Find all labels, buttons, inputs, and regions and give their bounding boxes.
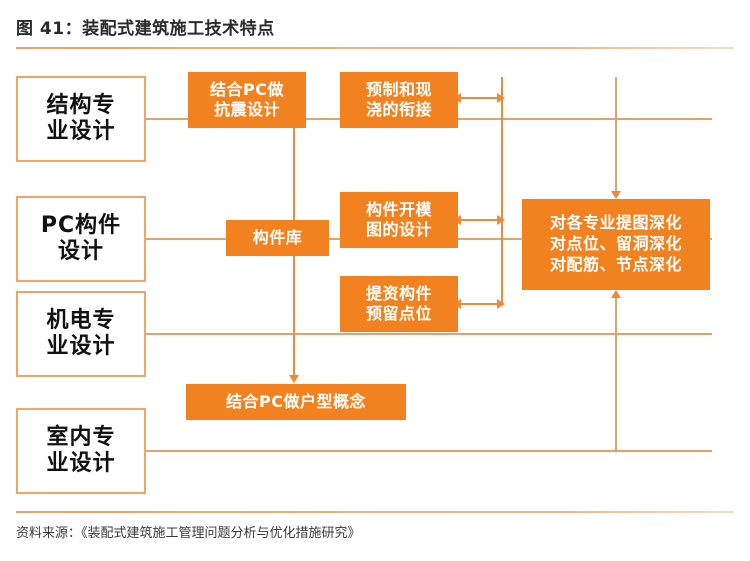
- footer-divider: [16, 511, 734, 513]
- arrow-down-to-unit-type-concept: [289, 375, 299, 383]
- connector-summary-vertical-top: [615, 77, 617, 192]
- title-divider: [16, 47, 734, 49]
- connector-double-arrow-1-line: [458, 97, 502, 99]
- orange-box-component-library[interactable]: 构件库: [226, 220, 329, 256]
- left-box-structural-design[interactable]: 结构专 业设计: [16, 76, 146, 162]
- connector-double-arrow-2-line: [458, 219, 502, 221]
- left-box-mep-design[interactable]: 机电专 业设计: [16, 291, 146, 377]
- orange-box-unit-type-concept[interactable]: 结合PC做户型概念: [186, 384, 406, 420]
- connector-double-arrow-3-line: [458, 303, 502, 305]
- arrow-right-riser-1: [497, 93, 505, 103]
- connector-riser-vertical: [501, 77, 503, 305]
- arrow-down-to-deepening-summary: [611, 191, 621, 199]
- orange-box-seismic-design[interactable]: 结合PC做 抗震设计: [188, 72, 306, 128]
- source-note: 资料来源：《装配式建筑施工管理问题分析与优化措施研究》: [16, 526, 361, 541]
- connector-interior-horizontal: [145, 450, 712, 452]
- page-title: 图 41：装配式建筑施工技术特点: [16, 19, 275, 39]
- left-box-interior-design-label: 室内专 业设计: [46, 425, 116, 476]
- left-box-pc-component-design[interactable]: PC构件 设计: [16, 196, 146, 282]
- orange-box-mold-drawing-design-label: 构件开模 图的设计: [365, 200, 432, 239]
- left-box-pc-component-design-label: PC构件 设计: [40, 213, 122, 264]
- orange-box-mold-drawing-design[interactable]: 构件开模 图的设计: [340, 192, 458, 248]
- left-box-mep-design-label: 机电专 业设计: [46, 308, 116, 359]
- connector-mep-horizontal: [145, 333, 712, 335]
- arrow-up-to-deepening-summary: [611, 290, 621, 298]
- connector-library-trunk-up: [293, 79, 295, 238]
- orange-box-component-library-label: 构件库: [252, 228, 303, 248]
- diagram-canvas: 结构专 业设计 PC构件 设计 机电专 业设计 室内专 业设计 结合PC做 抗震…: [0, 52, 750, 507]
- left-box-structural-design-label: 结构专 业设计: [46, 93, 116, 144]
- arrow-right-riser-2: [497, 215, 505, 225]
- orange-box-component-reserved-points-label: 提资构件 预留点位: [365, 284, 432, 323]
- orange-box-deepening-summary-label: 对各专业提图深化 对点位、留洞深化 对配筋、节点深化: [549, 213, 682, 274]
- connector-library-trunk-down: [293, 255, 295, 376]
- orange-box-seismic-design-label: 结合PC做 抗震设计: [210, 80, 284, 119]
- connector-summary-vertical-bottom: [615, 297, 617, 451]
- orange-box-precast-cast-joint-label: 预制和现 浇的衔接: [365, 80, 432, 119]
- orange-box-deepening-summary[interactable]: 对各专业提图深化 对点位、留洞深化 对配筋、节点深化: [522, 199, 710, 290]
- orange-box-unit-type-concept-label: 结合PC做户型概念: [226, 392, 366, 412]
- arrow-right-riser-3: [497, 299, 505, 309]
- orange-box-component-reserved-points[interactable]: 提资构件 预留点位: [340, 276, 458, 332]
- orange-box-precast-cast-joint[interactable]: 预制和现 浇的衔接: [340, 72, 458, 128]
- left-box-interior-design[interactable]: 室内专 业设计: [16, 408, 146, 494]
